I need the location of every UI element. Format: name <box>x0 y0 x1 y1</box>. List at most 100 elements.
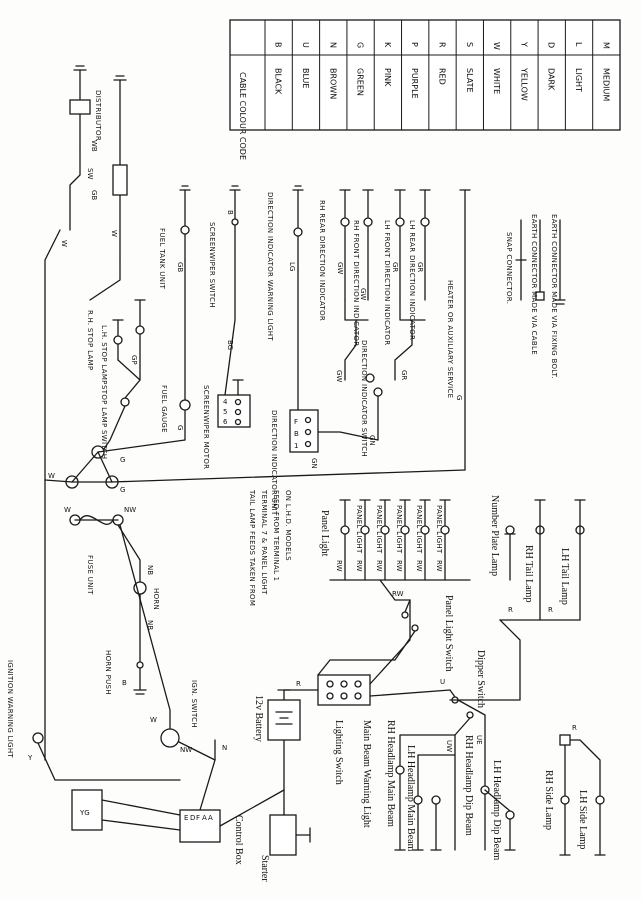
fuel-tank-label: FUEL TANK UNIT <box>158 228 166 290</box>
rh-front-indicator: RH FRONT DIRECTION INDICATOR GW <box>352 189 374 346</box>
svg-text:LH REAR DIRECTION INDICATOR: LH REAR DIRECTION INDICATOR <box>408 220 416 340</box>
legend-colour-l: LIGHT <box>574 68 583 92</box>
svg-text:G: G <box>120 456 125 464</box>
svg-text:SW: SW <box>86 168 94 179</box>
lighting-switch: Lighting Switch R U <box>283 599 451 785</box>
legend-code-r: R <box>438 42 447 48</box>
svg-text:Control Box: Control Box <box>233 815 244 865</box>
legend-colour-p: PURPLE <box>410 68 419 99</box>
svg-text:GB: GB <box>90 190 98 200</box>
svg-text:RH REAR DIRECTION INDICATOR: RH REAR DIRECTION INDICATOR <box>318 200 326 321</box>
svg-text:RH Headlamp Main Beam: RH Headlamp Main Beam <box>385 720 396 827</box>
svg-text:GN: GN <box>310 458 318 469</box>
svg-text:STOP LAMP SWITCH: STOP LAMP SWITCH <box>100 385 108 459</box>
svg-text:GR: GR <box>400 370 408 380</box>
legend-colour-m: MEDIUM <box>601 68 610 101</box>
direction-indicator-switch: DIRECTION INDICATOR SWITCH GN <box>360 340 383 457</box>
legend-colour-w: WHITE <box>492 68 501 94</box>
legend-frame <box>229 19 621 131</box>
svg-text:Panel Light Switch: Panel Light Switch <box>443 595 454 672</box>
svg-text:W: W <box>110 230 118 237</box>
legend-colour-b: BLACK <box>274 68 283 95</box>
svg-text:F: F <box>196 814 200 822</box>
svg-text:LH Headlamp Main Beam: LH Headlamp Main Beam <box>405 745 416 852</box>
svg-text:W: W <box>60 240 68 247</box>
svg-text:W: W <box>64 506 71 514</box>
control-box: E D F A A Control Box YG N <box>71 739 285 865</box>
panel-lamp-label: PANEL LIGHT <box>395 505 403 554</box>
legend-colour-s: SLATE <box>465 68 474 93</box>
lh-headlamp-main-beam: LH Headlamp Main Beam <box>405 745 442 852</box>
legend-code-d: D <box>547 42 556 48</box>
legend-colour-n: BROWN <box>328 68 337 99</box>
horn: HORN NB NB <box>133 565 160 691</box>
svg-text:UW: UW <box>445 740 453 752</box>
coil <box>112 164 128 196</box>
panel-lamp <box>380 525 390 535</box>
svg-text:R.H. STOP LAMP: R.H. STOP LAMP <box>86 310 94 370</box>
horn-push: HORN PUSH B <box>104 650 147 695</box>
rh-tail-lamp: RH Tail Lamp <box>523 499 546 621</box>
svg-text:GR: GR <box>391 262 399 272</box>
svg-text:GW: GW <box>335 370 343 382</box>
screenwiper-switch-label: SCREENWIPER SWITCH <box>208 222 216 308</box>
legend-title: CABLE COLOUR CODE <box>238 72 247 160</box>
stop-lamps: R.H. STOP LAMP L.H. STOP LAMP GP STOP LA… <box>86 299 146 459</box>
svg-text:WB: WB <box>90 140 98 152</box>
svg-text:RH Tail Lamp: RH Tail Lamp <box>523 545 534 602</box>
panel-lamp-code: RW <box>435 560 443 572</box>
svg-text:Lighting Switch: Lighting Switch <box>333 720 344 785</box>
fuel-gauge: FUEL GAUGE G <box>160 259 191 441</box>
svg-text:TAIL LAMP FEEDS TAKEN FROM: TAIL LAMP FEEDS TAKEN FROM <box>248 489 256 606</box>
svg-text:Panel Light: Panel Light <box>319 510 330 557</box>
legend-code-m: M <box>601 42 610 49</box>
panel-lamp <box>420 525 430 535</box>
svg-text:YG: YG <box>79 809 90 817</box>
dynamo <box>71 789 103 831</box>
svg-text:RH Headlamp Dip Beam: RH Headlamp Dip Beam <box>463 735 474 836</box>
svg-text:Main Beam Warning Light: Main Beam Warning Light <box>361 720 372 828</box>
lh-rear-indicator: LH REAR DIRECTION INDICATOR GR <box>408 189 431 340</box>
fuse-unit: FUSE UNIT W NW <box>64 506 141 601</box>
lh-tail-lamp: LH Tail Lamp R R <box>449 499 586 701</box>
number-plate-lamp: Number Plate Lamp <box>489 495 516 581</box>
svg-text:LG: LG <box>288 262 296 271</box>
svg-text:LH FRONT DIRECTION INDICATOR: LH FRONT DIRECTION INDICATOR <box>383 220 391 345</box>
legend-code-b: B <box>274 42 283 48</box>
svg-text:Dipper Switch: Dipper Switch <box>475 650 486 708</box>
panel-lamp <box>340 525 350 535</box>
legend-code-n: N <box>328 42 337 48</box>
svg-text:G: G <box>176 425 184 430</box>
panel-lamp-label: PANEL LIGHT <box>435 505 443 554</box>
svg-text:12v Battery: 12v Battery <box>253 695 264 742</box>
svg-text:BG: BG <box>226 340 234 350</box>
panel-lamp-code: RW <box>395 560 403 572</box>
legend-colour-g: GREEN <box>356 68 365 96</box>
panel-lamp-label: PANEL LIGHT <box>355 505 363 554</box>
svg-text:ON L.H.D. MODELS: ON L.H.D. MODELS <box>284 490 292 561</box>
svg-text:GW: GW <box>359 288 367 300</box>
panel-lamp-code: RW <box>415 560 423 572</box>
panel-lights: Panel Light RW PANEL LIGHT RW PANEL LIGHT RW… <box>319 499 471 601</box>
panel-lamp-label: PANEL LIGHT <box>375 505 383 554</box>
svg-text:N: N <box>222 744 227 752</box>
legend-colour-u: BLUE <box>301 68 310 88</box>
panel-lamp-code: RW <box>335 560 343 572</box>
direction-indicator-warning-light: DIRECTION INDICATOR WARNING LIGHT LG <box>266 185 304 341</box>
svg-text:LH Tail Lamp: LH Tail Lamp <box>559 548 570 605</box>
panel-lamp <box>440 525 450 535</box>
starter: Starter <box>259 789 311 882</box>
legend-colour-y: YELLOW <box>519 67 528 101</box>
screenwiper-switch: SCREENWIPER SWITCH B <box>208 185 241 308</box>
svg-text:G: G <box>455 395 463 400</box>
legend-code-y: Y <box>519 41 528 47</box>
rh-rear-indicator: RH REAR DIRECTION INDICATOR GW <box>318 189 351 321</box>
svg-text:A: A <box>202 814 207 822</box>
panel-lamp <box>360 525 370 535</box>
svg-text:RW: RW <box>392 590 404 598</box>
symbols-key: SNAP CONNECTOR. EARTH CONNECTOR MADE VIA… <box>505 214 566 379</box>
svg-text:5: 5 <box>223 408 227 416</box>
legend-code-k: K <box>383 42 392 48</box>
legend-code-w: W <box>492 42 501 50</box>
